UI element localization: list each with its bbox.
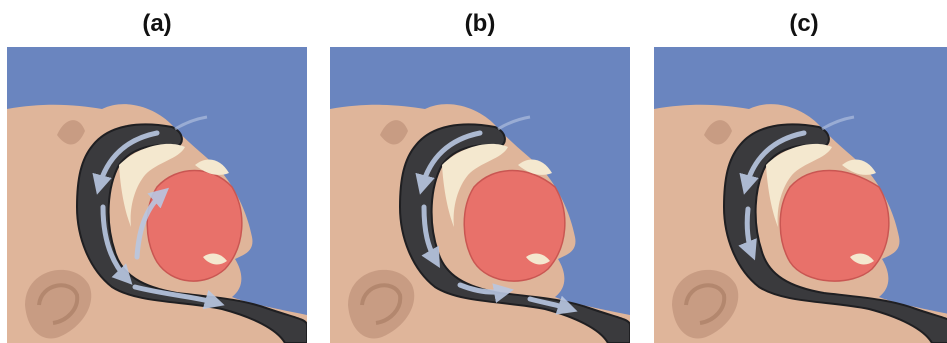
airway-svg-b bbox=[330, 47, 630, 343]
tongue bbox=[147, 171, 242, 282]
tongue bbox=[780, 171, 889, 282]
panel-c: (c) bbox=[654, 0, 947, 343]
airway-illustration-a bbox=[7, 47, 307, 343]
panel-a: (a) bbox=[7, 0, 307, 343]
airway-svg-a bbox=[7, 47, 307, 343]
airway-svg-c bbox=[654, 47, 947, 343]
airway-illustration-c bbox=[654, 47, 947, 343]
tongue bbox=[464, 171, 565, 282]
panel-label-b: (b) bbox=[330, 10, 630, 38]
panel-label-c: (c) bbox=[654, 10, 947, 38]
airway-illustration-b bbox=[330, 47, 630, 343]
panel-b: (b) bbox=[330, 0, 630, 343]
panel-label-a: (a) bbox=[7, 10, 307, 38]
